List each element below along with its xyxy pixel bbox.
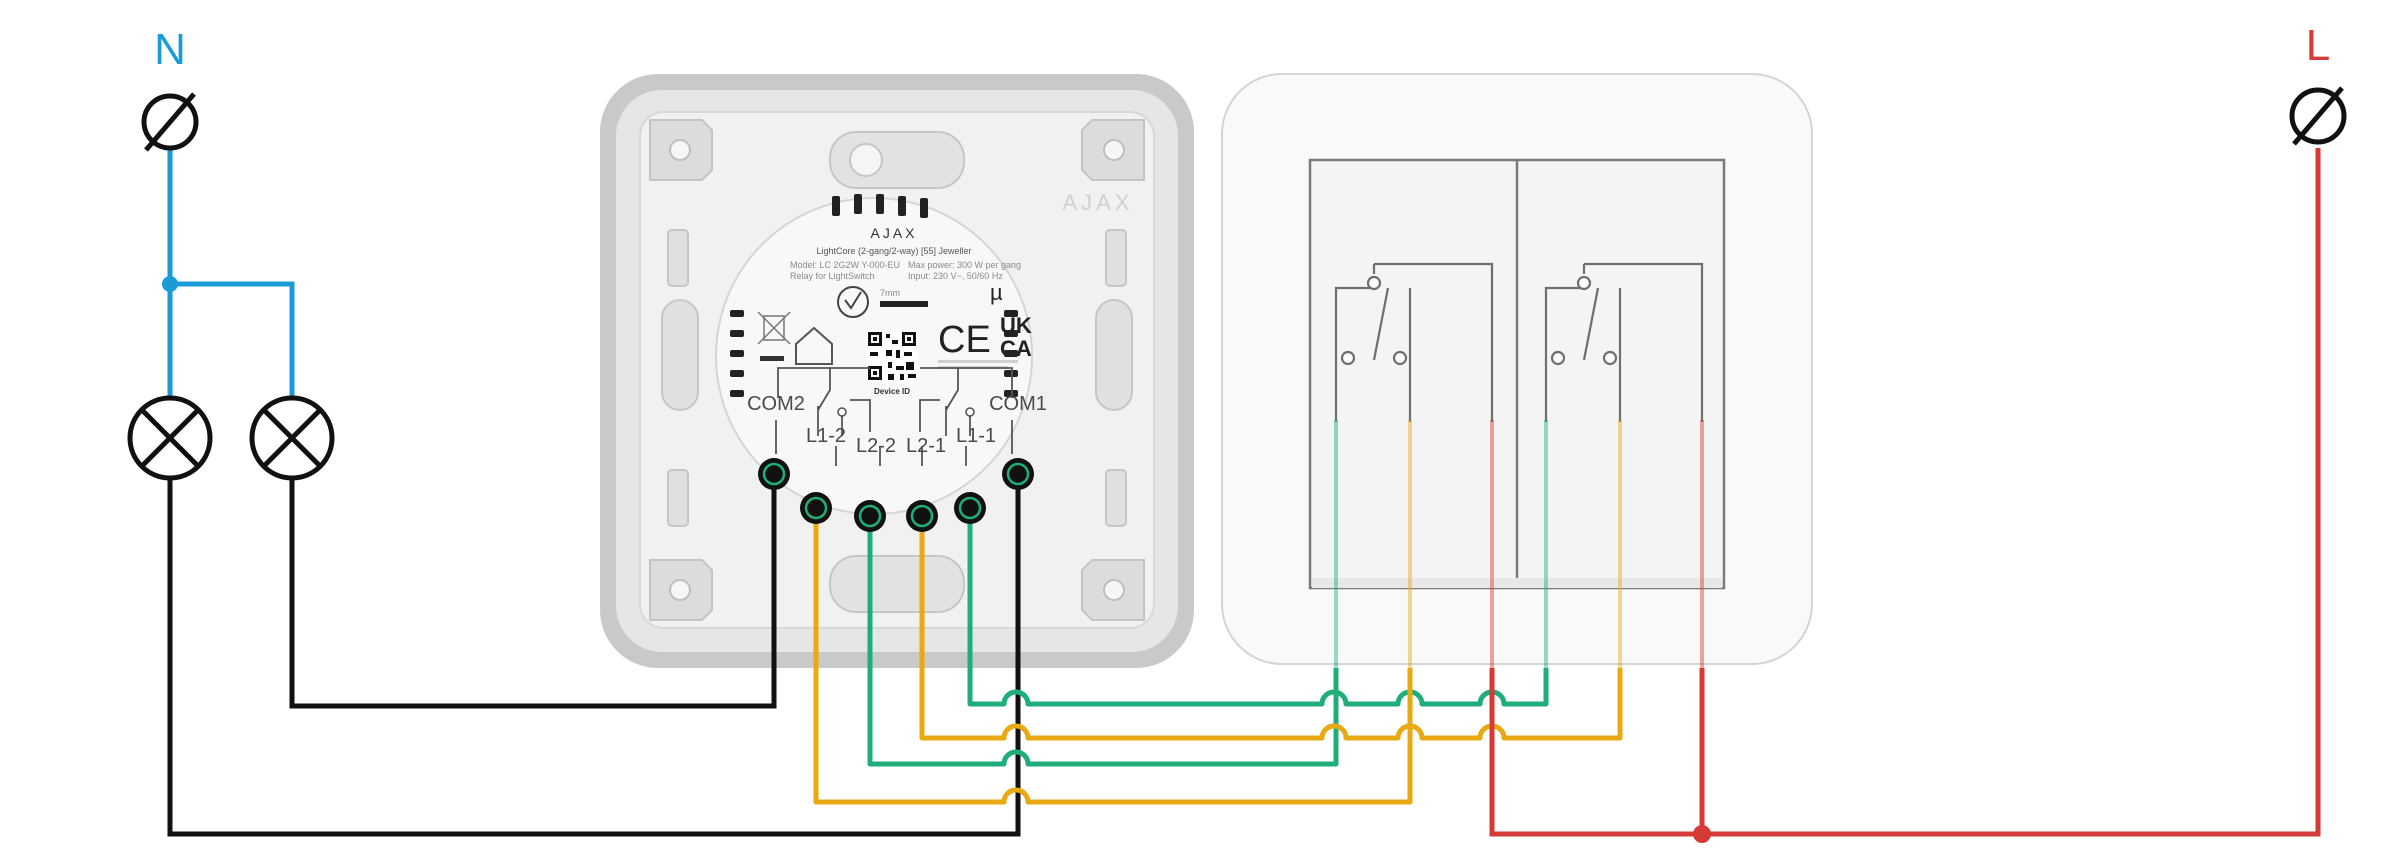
weee-bin-icon (757, 311, 791, 361)
neutral-wires (167, 148, 295, 407)
black-wires (167, 472, 1021, 837)
relay-line: Relay for LightSwitch (790, 271, 875, 281)
input-line: Input: 230 V~, 50/60 Hz (908, 271, 1003, 281)
live-junction (1693, 825, 1711, 843)
internal-schematic (775, 367, 1013, 466)
switch-contact-icon (1334, 262, 1494, 422)
two-gang-switch-panel (1221, 73, 1813, 682)
port-label-com2: COM2 (747, 393, 805, 415)
lamp-icon (249, 395, 335, 481)
live-label: L (2306, 21, 2330, 70)
cert-round-icon (837, 286, 869, 318)
port-label-l2-1: L2-1 (906, 435, 946, 457)
relay-terminals (758, 458, 1034, 532)
port-label-l1-1: L1-1 (956, 425, 996, 447)
port-label-com1: COM1 (989, 393, 1047, 415)
ukca-mark-icon-lower: CA (1000, 336, 1032, 361)
port-label-l2-2: L2-2 (856, 435, 896, 457)
module-brand-logo: AJAX (870, 225, 917, 241)
model-line: Model: LC 2G2W Y-000-EU (790, 260, 900, 270)
live-wires (1489, 148, 2321, 837)
max-power-line: Max power: 300 W per gang (908, 260, 1021, 270)
lightcore-relay-module: AJAX LightCore (2-gang/2-way) [55] Jewel… (715, 194, 1047, 515)
product-name: LightCore (2-gang/2-way) [55] Jeweller (816, 246, 971, 256)
switch-contact-icon (1544, 262, 1704, 422)
live-terminal-icon (2289, 86, 2347, 146)
house-icon (795, 326, 833, 365)
yellow-wires (813, 512, 1623, 805)
ce-mark-icon: CE (938, 319, 991, 361)
neutral-junction (162, 276, 178, 292)
frame-brand-logo: AJAX (1062, 190, 1133, 215)
device-id-label: Device ID (874, 387, 910, 396)
ukca-mark-icon: UK (1000, 313, 1032, 338)
vent-fins (730, 194, 1018, 397)
green-wires (867, 512, 1549, 767)
lamp-icon (127, 395, 213, 481)
micro-disconnect-icon: µ (990, 280, 1003, 305)
strip-length-label: 7mm (880, 288, 900, 298)
qr-code-icon (866, 330, 918, 382)
lightcore-relay-frame: AJAX (600, 74, 1194, 668)
port-label-l1-2: L1-2 (806, 425, 846, 447)
neutral-terminal-icon (141, 92, 199, 152)
neutral-label: N (154, 25, 186, 74)
